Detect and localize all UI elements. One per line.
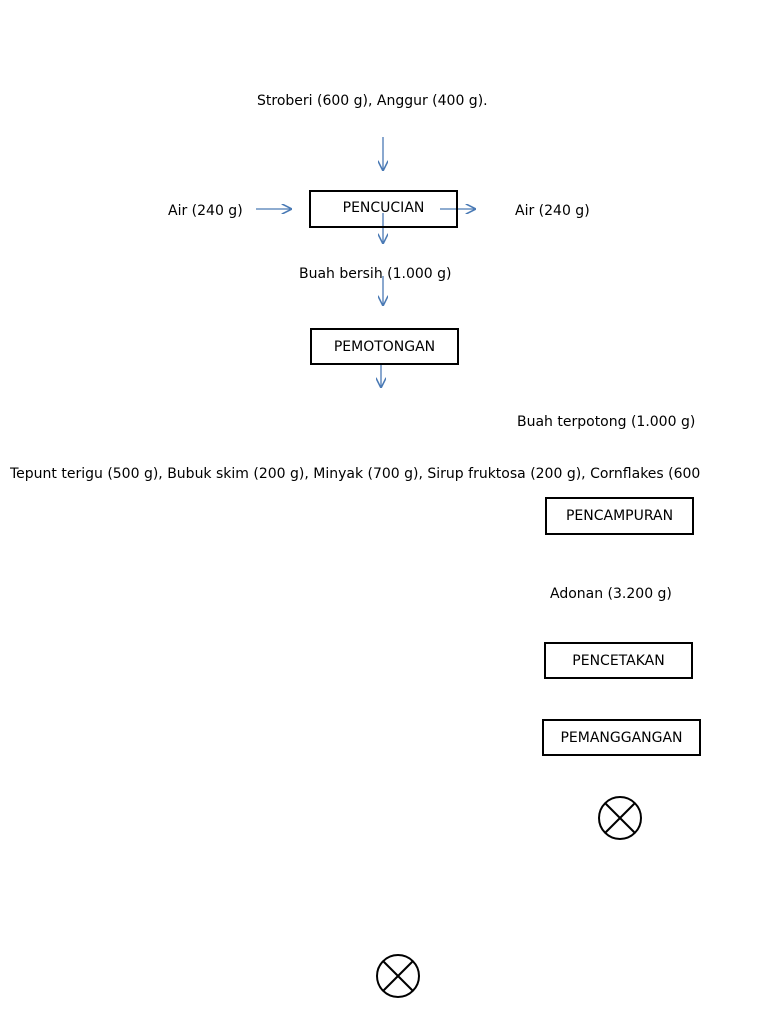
crossed-circle-icon (376, 954, 420, 998)
process-molding-label: PENCETAKAN (572, 652, 665, 669)
input-fruit-label: Stroberi (600 g), Anggur (400 g). (257, 93, 488, 109)
input-water-label: Air (240 g) (168, 203, 243, 219)
process-cutting-label: PEMOTONGAN (333, 338, 436, 355)
process-mixing-label: PENCAMPURAN (565, 508, 674, 524)
clean-fruit-label: Buah bersih (1.000 g) (299, 266, 452, 282)
process-washing-label: PENCUCIAN (342, 200, 425, 216)
ingredients-label: Tepunt terigu (500 g), Bubuk skim (200 g… (10, 466, 701, 482)
crossed-circle-icon (598, 796, 642, 840)
process-mixing-box: PENCAMPURAN (545, 497, 694, 535)
cut-fruit-label: Buah terpotong (1.000 g) (517, 414, 696, 430)
process-washing-box: PENCUCIAN (309, 190, 458, 228)
process-cutting-box: PEMOTONGAN (310, 328, 459, 365)
process-molding-box: PENCETAKAN (544, 642, 693, 679)
process-baking-box: PEMANGGANGAN (542, 719, 701, 756)
dough-label: Adonan (3.200 g) (550, 586, 672, 602)
output-water-label: Air (240 g) (515, 203, 590, 219)
process-baking-label: PEMANGGANGAN (560, 729, 683, 746)
